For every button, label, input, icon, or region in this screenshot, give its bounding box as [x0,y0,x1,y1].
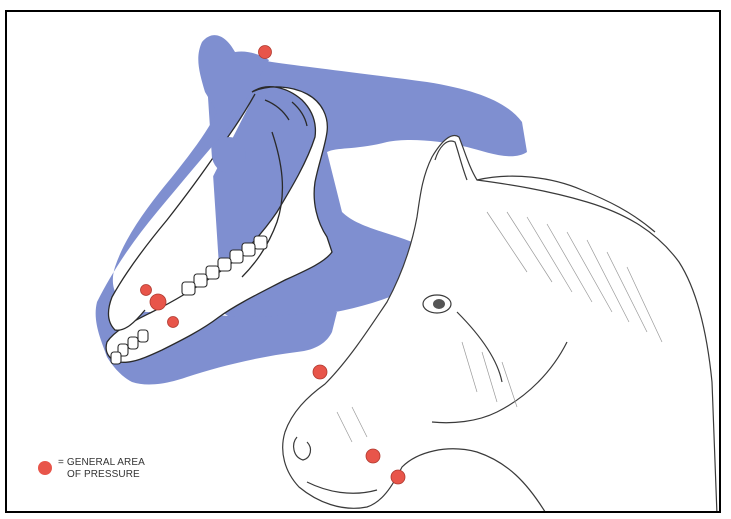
tooth [254,236,267,249]
tooth [242,243,255,256]
tooth [138,330,148,342]
pressure-point-bars-center [150,294,166,310]
horse-head-outline [283,136,717,513]
horse-head-sketch [283,136,717,513]
pressure-point-poll [259,46,272,59]
pressure-point-nose [313,365,327,379]
legend-line-2: OF PRESSURE [58,469,145,481]
legend: = GENERAL AREA OF PRESSURE [38,456,198,490]
horse-pupil [433,299,445,309]
horse-pressure-illustration [7,12,721,513]
tooth [111,352,121,364]
skull-eye-socket [212,137,246,173]
pressure-point-chin-upper [366,449,380,463]
tooth [206,266,219,279]
diagram-frame: = GENERAL AREA OF PRESSURE [5,10,721,513]
tooth [218,258,231,271]
pressure-point-tongue [168,317,179,328]
legend-line-1: = GENERAL AREA [58,457,145,468]
pressure-point-bars-upper [141,285,152,296]
legend-text: = GENERAL AREA OF PRESSURE [58,457,145,481]
legend-pressure-dot-icon [38,461,52,475]
tooth [194,274,207,287]
pressure-point-chin-lower [391,470,405,484]
tooth [182,282,195,295]
tooth [230,250,243,263]
tooth [128,337,138,349]
